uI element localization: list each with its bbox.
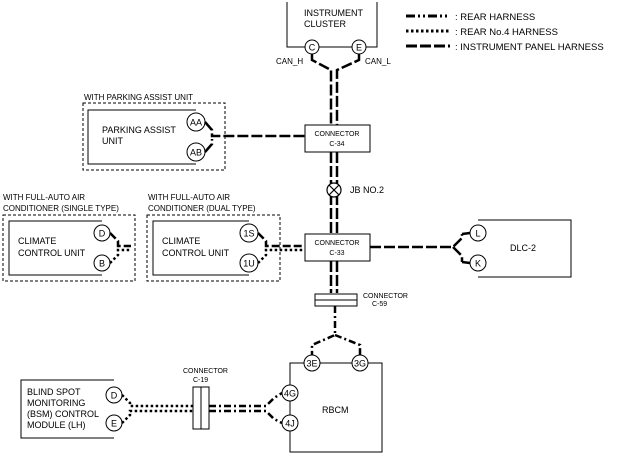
rbcm-title: RBCM bbox=[322, 405, 349, 415]
instrument-cluster-title-line2: CLUSTER bbox=[304, 19, 347, 29]
climate-dual-title-line1: CLIMATE bbox=[162, 236, 200, 246]
rbcm-pin-4g-label: 4G bbox=[284, 389, 296, 399]
bsm-title-line1: BLIND SPOT bbox=[27, 387, 81, 397]
parking-assist-title-line1: PARKING ASSIST bbox=[102, 125, 176, 135]
harness-climate-dual-to-c33 bbox=[257, 232, 305, 264]
dlc2-pin-k-label: K bbox=[475, 259, 481, 269]
harness-c59-to-rbcm bbox=[310, 306, 362, 355]
legend-rear-label: : REAR HARNESS bbox=[455, 12, 535, 23]
dlc2-box bbox=[478, 219, 572, 278]
parking-assist-group-label: WITH PARKING ASSIST UNIT bbox=[84, 93, 193, 102]
climate-single-title-line2: CONTROL UNIT bbox=[18, 248, 86, 258]
bsm-title-line3: (BSM) CONTROL bbox=[27, 409, 99, 419]
rbcm-pin-3g-label: 3G bbox=[354, 359, 366, 369]
bsm-pin-e-label: E bbox=[111, 419, 117, 429]
parking-assist-box bbox=[87, 109, 196, 165]
bsm-title-line4: MODULE (LH) bbox=[27, 420, 86, 430]
jb-no2: JB NO.2 bbox=[326, 182, 384, 198]
climate-dual-title-line2: CONTROL UNIT bbox=[162, 248, 230, 258]
climate-single-box bbox=[8, 220, 102, 276]
climate-single-title-line1: CLIMATE bbox=[18, 236, 56, 246]
climate-dual-pin-1u-label: 1U bbox=[243, 259, 255, 269]
connector-c33-line2: C-33 bbox=[329, 250, 344, 257]
instrument-cluster-pin-e-label: E bbox=[356, 43, 362, 53]
parking-assist-title-line2: UNIT bbox=[102, 136, 123, 146]
rbcm-pin-3e-label: 3E bbox=[306, 359, 317, 369]
dlc2-title: DLC-2 bbox=[510, 243, 536, 253]
rbcm-pin-3g bbox=[351, 354, 369, 372]
climate-dual-group: WITH FULL-AUTO AIR CONDITIONER (DUAL TYP… bbox=[146, 193, 281, 282]
legend-instrument-panel-label: : INSTRUMENT PANEL HARNESS bbox=[455, 42, 604, 53]
climate-single-pin-b-label: B bbox=[99, 259, 105, 269]
bsm-title-line2: MONITORING bbox=[27, 398, 85, 408]
climate-dual-group-line1: WITH FULL-AUTO AIR bbox=[148, 193, 230, 202]
instrument-cluster-title-line1: INSTRUMENT bbox=[304, 8, 363, 18]
connector-c19-line2: C-19 bbox=[193, 377, 208, 384]
rbcm-pin-3e bbox=[303, 354, 321, 372]
climate-single-group-line2: CONDITIONER (SINGLE TYPE) bbox=[3, 204, 119, 213]
legend: : REAR HARNESS : REAR No.4 HARNESS : INS… bbox=[406, 12, 604, 53]
dlc2-pin-l-label: L bbox=[475, 229, 480, 239]
harness-parking-assist-to-c34 bbox=[204, 121, 305, 153]
instrument-cluster: INSTRUMENT CLUSTER C E CAN_H CAN_L bbox=[276, 2, 391, 66]
climate-single-harness bbox=[109, 232, 131, 248]
bsm-box bbox=[20, 379, 114, 439]
connector-c19: CONNECTOR C-19 bbox=[183, 368, 228, 430]
instrument-cluster-pin-c-label: C bbox=[309, 43, 316, 53]
connector-c34-line2: C-34 bbox=[329, 141, 344, 148]
harness-c33-to-dlc2 bbox=[370, 234, 464, 262]
rbcm: RBCM 3E 3G 4G 4J bbox=[281, 354, 383, 453]
bsm-pin-d-label: D bbox=[111, 391, 118, 401]
climate-single-group-line1: WITH FULL-AUTO AIR bbox=[3, 193, 85, 202]
can-l-label: CAN_L bbox=[365, 57, 391, 66]
climate-single-group: WITH FULL-AUTO AIR CONDITIONER (SINGLE T… bbox=[2, 193, 136, 282]
instrument-cluster-box bbox=[286, 2, 378, 48]
connector-c34-line1: CONNECTOR bbox=[315, 131, 360, 138]
can-h-label: CAN_H bbox=[276, 57, 303, 66]
parking-assist-pin-ab-label: AB bbox=[190, 148, 202, 158]
rbcm-pin-4j-label: 4J bbox=[285, 419, 295, 429]
connector-c33-line1: CONNECTOR bbox=[315, 240, 360, 247]
climate-dual-group-frame bbox=[146, 214, 281, 282]
connector-c19-line1: CONNECTOR bbox=[183, 368, 228, 375]
harness-c33-to-c59 bbox=[329, 261, 339, 293]
harness-cluster-to-c34 bbox=[310, 54, 361, 125]
jb-no2-label: JB NO.2 bbox=[350, 185, 384, 195]
harness-c19-to-rbcm bbox=[209, 391, 283, 425]
climate-single-pin-d-label: D bbox=[99, 229, 106, 239]
connector-c33: CONNECTOR C-33 bbox=[304, 233, 371, 262]
dlc2: DLC-2 L K bbox=[461, 219, 572, 278]
connector-c34: CONNECTOR C-34 bbox=[304, 124, 371, 153]
connector-c59: CONNECTOR C-59 bbox=[314, 293, 408, 308]
climate-dual-box bbox=[152, 220, 249, 276]
parking-assist-pin-aa-label: AA bbox=[190, 118, 202, 128]
connector-c59-line2: C-59 bbox=[372, 301, 387, 308]
climate-dual-pin-1s-label: 1S bbox=[243, 229, 254, 239]
bsm-control-module: BLIND SPOT MONITORING (BSM) CONTROL MODU… bbox=[20, 379, 123, 439]
connector-c59-line1: CONNECTOR bbox=[363, 293, 408, 300]
climate-single-group-frame bbox=[2, 214, 136, 282]
climate-dual-group-line2: CONDITIONER (DUAL TYPE) bbox=[148, 204, 256, 213]
legend-rear-no4-label: : REAR No.4 HARNESS bbox=[455, 27, 558, 38]
parking-assist-group: WITH PARKING ASSIST UNIT PARKING ASSIST … bbox=[82, 93, 226, 171]
harness-bsm-to-c19 bbox=[121, 394, 193, 424]
